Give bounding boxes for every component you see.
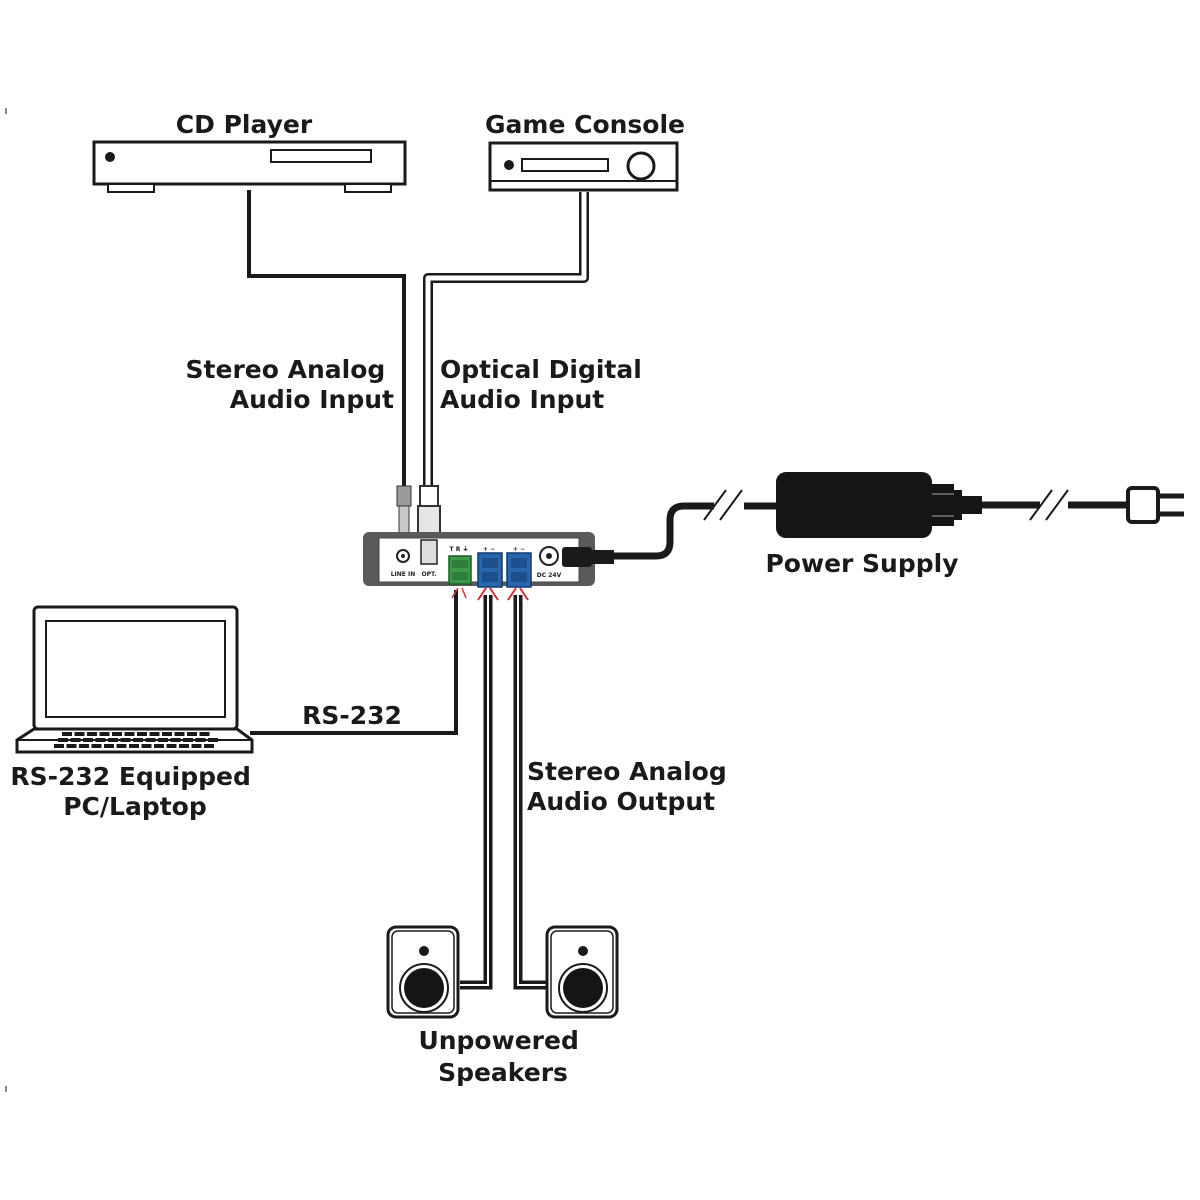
speaker-right <box>545 925 619 1019</box>
svg-text:DC 24V: DC 24V <box>537 572 562 579</box>
analog-output-label: Stereo Analog Audio Output <box>527 757 735 816</box>
svg-text:+ −: + − <box>513 546 525 553</box>
cd-player <box>92 140 407 193</box>
keyboard-key <box>120 738 131 742</box>
keyboard-key <box>112 732 122 736</box>
cd-player-label: CD Player <box>176 110 313 139</box>
keyboard-key <box>149 732 160 736</box>
svg-text:LINE IN: LINE IN <box>391 571 416 578</box>
keyboard-key <box>158 738 168 742</box>
ac-plug <box>1126 486 1184 524</box>
svg-text:+ −: + − <box>483 546 495 553</box>
keyboard-key <box>99 732 110 736</box>
keyboard-key <box>87 732 97 736</box>
keyboard-key <box>74 732 85 736</box>
optical-input-label: Optical Digital Audio Input <box>440 355 651 414</box>
keyboard-key <box>129 744 139 748</box>
keyboard-key <box>62 732 72 736</box>
analog-input-cable <box>247 190 406 490</box>
keyboard-icon <box>54 732 218 748</box>
game-console <box>488 141 679 192</box>
laptop <box>15 605 254 754</box>
keyboard-key <box>145 738 156 742</box>
keyboard-key <box>104 744 114 748</box>
keyboard-key <box>195 738 206 742</box>
speaker-cable-left <box>460 595 493 990</box>
keyboard-key <box>124 732 135 736</box>
optical-port <box>420 539 438 565</box>
optical-plug <box>417 485 441 541</box>
cable-break-mark <box>703 489 727 521</box>
audio-unit: LINE IN OPT. T R ⏚ + − + − DC 24V <box>363 532 614 588</box>
keyboard-key <box>166 744 177 748</box>
keyboard-key <box>174 732 185 736</box>
keyboard-key <box>58 738 68 742</box>
keyboard-key <box>179 744 189 748</box>
svg-text:OPT.: OPT. <box>422 571 437 578</box>
keyboard-key <box>91 744 102 748</box>
keyboard-key <box>66 744 77 748</box>
keyboard-key <box>79 744 89 748</box>
keyboard-key <box>54 744 64 748</box>
keyboard-key <box>208 738 218 742</box>
keyboard-key <box>95 738 106 742</box>
keyboard-key <box>191 744 202 748</box>
keyboard-key <box>70 738 81 742</box>
rs232-cable <box>250 590 458 735</box>
svg-text:T R ⏚: T R ⏚ <box>450 546 469 553</box>
speaker-left <box>386 925 460 1019</box>
keyboard-key <box>183 738 193 742</box>
dc-plug <box>562 547 592 567</box>
keyboard-key <box>204 744 214 748</box>
keyboard-key <box>199 732 210 736</box>
analog-plug <box>396 485 412 537</box>
keyboard-key <box>83 738 93 742</box>
dc-power-cable <box>612 502 714 560</box>
keyboard-key <box>141 744 152 748</box>
keyboard-key <box>108 738 118 742</box>
keyboard-key <box>162 732 172 736</box>
analog-input-label: Stereo Analog Audio Input <box>186 355 395 414</box>
keyboard-key <box>187 732 197 736</box>
power-supply <box>776 472 982 538</box>
keyboard-key <box>154 744 164 748</box>
game-console-label: Game Console <box>485 110 685 139</box>
rs232-label: RS-232 <box>302 701 402 730</box>
laptop-label: RS-232 Equipped PC/Laptop <box>10 762 259 821</box>
optical-input-cable <box>423 192 589 490</box>
power-supply-label: Power Supply <box>765 549 958 578</box>
keyboard-key <box>137 732 147 736</box>
speakers-label: Unpowered Speakers <box>418 1026 587 1087</box>
keyboard-key <box>170 738 181 742</box>
keyboard-key <box>133 738 143 742</box>
keyboard-key <box>116 744 127 748</box>
